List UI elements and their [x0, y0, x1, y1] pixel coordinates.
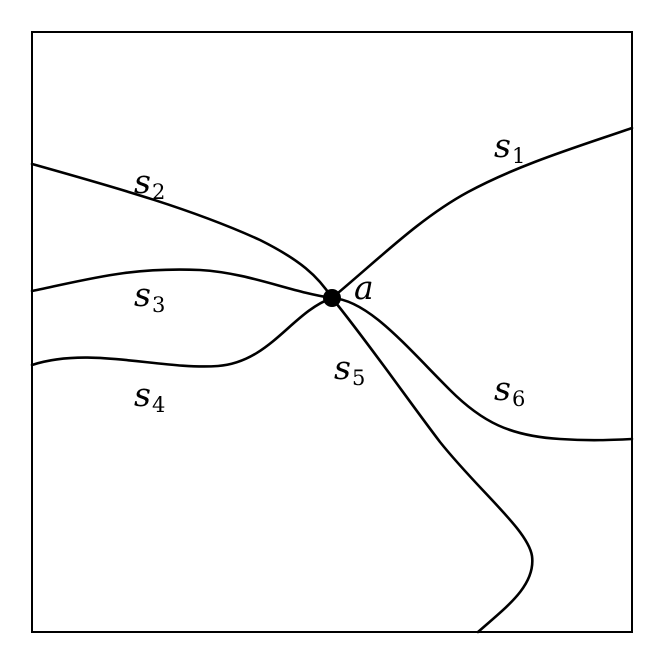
curve-label-base: s — [494, 369, 511, 408]
curve-label-s3: s 3 — [134, 275, 165, 317]
curve-label-index: 1 — [512, 144, 525, 168]
curve-label-index: 4 — [152, 393, 165, 417]
curve-label-base: s — [134, 375, 151, 414]
curve-label-index: 3 — [152, 293, 165, 317]
curve-s6 — [330, 296, 634, 442]
curve-label-base: s — [134, 162, 151, 201]
curve-label-s2: s 2 — [134, 162, 165, 204]
curve-label-index: 5 — [352, 366, 365, 390]
curve-label-index: 2 — [152, 180, 165, 204]
vertex-point — [323, 289, 341, 307]
curve-label-s5: s 5 — [334, 348, 365, 390]
curve-s2 — [30, 162, 334, 300]
diagram-frame — [31, 31, 633, 633]
vertex-label: a — [354, 268, 374, 307]
curve-label-base: s — [494, 126, 511, 165]
curve-s1 — [330, 126, 634, 300]
curve-label-s1: s 1 — [494, 126, 525, 168]
curve-label-s6: s 6 — [494, 369, 525, 411]
curve-s3 — [30, 268, 334, 300]
curve-s4 — [30, 296, 334, 368]
curve-label-base: s — [334, 348, 351, 387]
curve-label-s4: s 4 — [134, 375, 165, 417]
curve-s5 — [330, 296, 534, 634]
curve-label-base: s — [134, 275, 151, 314]
curve-label-index: 6 — [512, 387, 525, 411]
